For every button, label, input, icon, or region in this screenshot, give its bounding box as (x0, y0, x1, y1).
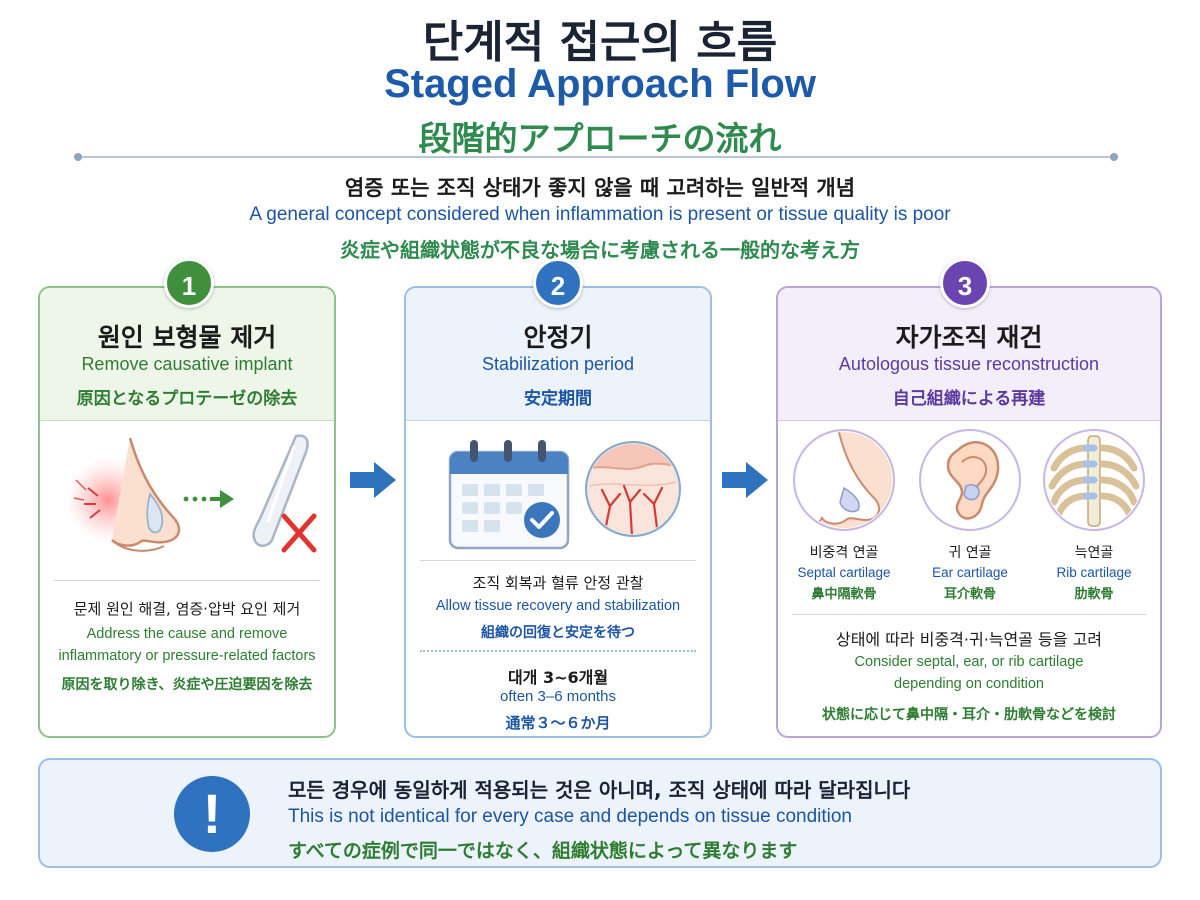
septal-cartilage-icon (793, 429, 895, 531)
step-2-title-ko: 안정기 (523, 323, 593, 352)
note-text-en: This is not identical for every case and… (288, 806, 852, 827)
step-2-desc-ko: 조직 회복과 혈류 안정 관찰 (472, 574, 644, 592)
step-3-desc-en-line2: depending on condition (894, 676, 1044, 692)
cartilage-ear-ko: 귀 연골 (948, 545, 992, 561)
step-1-divider (54, 580, 320, 581)
step-1-desc-ko: 문제 원인 해결, 염증·압박 요인 제거 (73, 600, 301, 618)
cartilage-septal-en: Septal cartilage (797, 565, 891, 580)
step-3-title-ja: 自己組織による再建 (892, 389, 1046, 409)
step-2-dotted-divider (420, 650, 696, 652)
step-1-desc-en-line2: inflammatory or pressure-related factors (58, 648, 316, 664)
cartilage-ear-ja: 耳介軟骨 (943, 587, 996, 602)
arrow-right-icon (350, 462, 396, 498)
step-2-desc-ja: 組織の回復と安定を待つ (481, 625, 635, 641)
title-divider (74, 153, 1118, 161)
tissue-blood-vessel-icon (585, 441, 681, 537)
cartilage-rib-ko: 늑연골 (1074, 545, 1114, 561)
subtitle-japanese: 炎症や組織状態が不良な場合に考慮される一般的な考え方 (340, 238, 860, 262)
step-1-badge: 1 (164, 258, 214, 308)
dotted-arrow-icon (183, 490, 234, 508)
title-english: Staged Approach Flow (384, 62, 816, 106)
step-2-card: 안정기 Stabilization period 安定期間 조직 회복과 혈류 … (404, 286, 712, 738)
cartilage-rib-en: Rib cartilage (1056, 565, 1132, 580)
subtitle-korean: 염증 또는 조직 상태가 좋지 않을 때 고려하는 일반적 개념 (344, 176, 856, 200)
cartilage-ear-en: Ear cartilage (932, 565, 1008, 580)
cartilage-rib-ja: 肋軟骨 (1074, 587, 1114, 602)
step-1-card: 원인 보형물 제거 Remove causative implant 原因となる… (38, 286, 336, 738)
step-3-title-en: Autologous tissue reconstruction (838, 354, 1100, 374)
nose-inflammation-icon (68, 437, 181, 552)
cartilage-label-ear: 귀 연골 Ear cartilage 耳介軟骨 (910, 542, 1030, 602)
step-2-divider (420, 560, 696, 561)
step-2-duration-ko: 대개 3~6개월 (507, 668, 609, 687)
rib-cartilage-icon (1043, 429, 1145, 531)
step-2-title-en: Stabilization period (481, 354, 635, 374)
step-1-title-en: Remove causative implant (81, 354, 293, 374)
cartilage-septal-ko: 비중격 연골 (809, 545, 879, 561)
note-text-ko: 모든 경우에 동일하게 적용되는 것은 아니며, 조직 상태에 따라 달라집니다 (288, 778, 911, 802)
subtitle-english: A general concept considered when inflam… (249, 204, 951, 225)
title-korean: 단계적 접근의 흐름 (422, 17, 778, 68)
step-3-desc-ko: 상태에 따라 비중격·귀·늑연골 등을 고려 (835, 630, 1103, 649)
arrow-right-icon (722, 462, 768, 498)
cartilage-label-rib: 늑연골 Rib cartilage 肋軟骨 (1034, 542, 1154, 602)
step-1-header: 원인 보형물 제거 Remove causative implant 原因となる… (40, 288, 334, 421)
exclamation-icon: ! (174, 776, 250, 852)
title-japanese: 段階的アプローチの流れ (418, 119, 782, 158)
step-3-badge: 3 (940, 258, 990, 308)
step-3-divider (792, 614, 1146, 615)
step-3-desc-en-line1: Consider septal, ear, or rib cartilage (854, 654, 1084, 670)
step-2-badge: 2 (533, 258, 583, 308)
step-2-duration-ja: 通常３～６か月 (505, 714, 611, 732)
step-1-title-ja: 原因となるプロテーゼの除去 (76, 389, 298, 409)
step-2-duration-en: often 3–6 months (500, 688, 616, 705)
note-text-ja: すべての症例で同一ではなく、組織状態によって異なります (288, 840, 798, 862)
ear-cartilage-icon (919, 429, 1021, 531)
disclaimer-note: ! 모든 경우에 동일하게 적용되는 것은 아니며, 조직 상태에 따라 달라집… (38, 758, 1162, 868)
calendar-check-icon (448, 440, 570, 550)
removed-implant-icon (252, 434, 317, 553)
cartilage-septal-ja: 鼻中隔軟骨 (811, 587, 877, 602)
step-3-card: 자가조직 재건 Autologous tissue reconstruction… (776, 286, 1162, 738)
cartilage-label-septal: 비중격 연골 Septal cartilage 鼻中隔軟骨 (784, 542, 904, 602)
step-2-header: 안정기 Stabilization period 安定期間 (406, 288, 710, 421)
step-1-desc-ja: 原因を取り除き、炎症や圧迫要因を除去 (61, 677, 313, 693)
step-3-title-ko: 자가조직 재건 (895, 323, 1043, 352)
step-2-title-ja: 安定期間 (524, 389, 592, 409)
step-1-desc-en-line1: Address the cause and remove (86, 626, 288, 642)
step-2-desc-en: Allow tissue recovery and stabilization (435, 598, 681, 614)
step-1-title-ko: 원인 보형물 제거 (97, 323, 277, 352)
step-3-header: 자가조직 재건 Autologous tissue reconstruction… (778, 288, 1160, 421)
step-3-desc-ja: 状態に応じて鼻中隔・耳介・肋軟骨などを検討 (822, 707, 1116, 723)
